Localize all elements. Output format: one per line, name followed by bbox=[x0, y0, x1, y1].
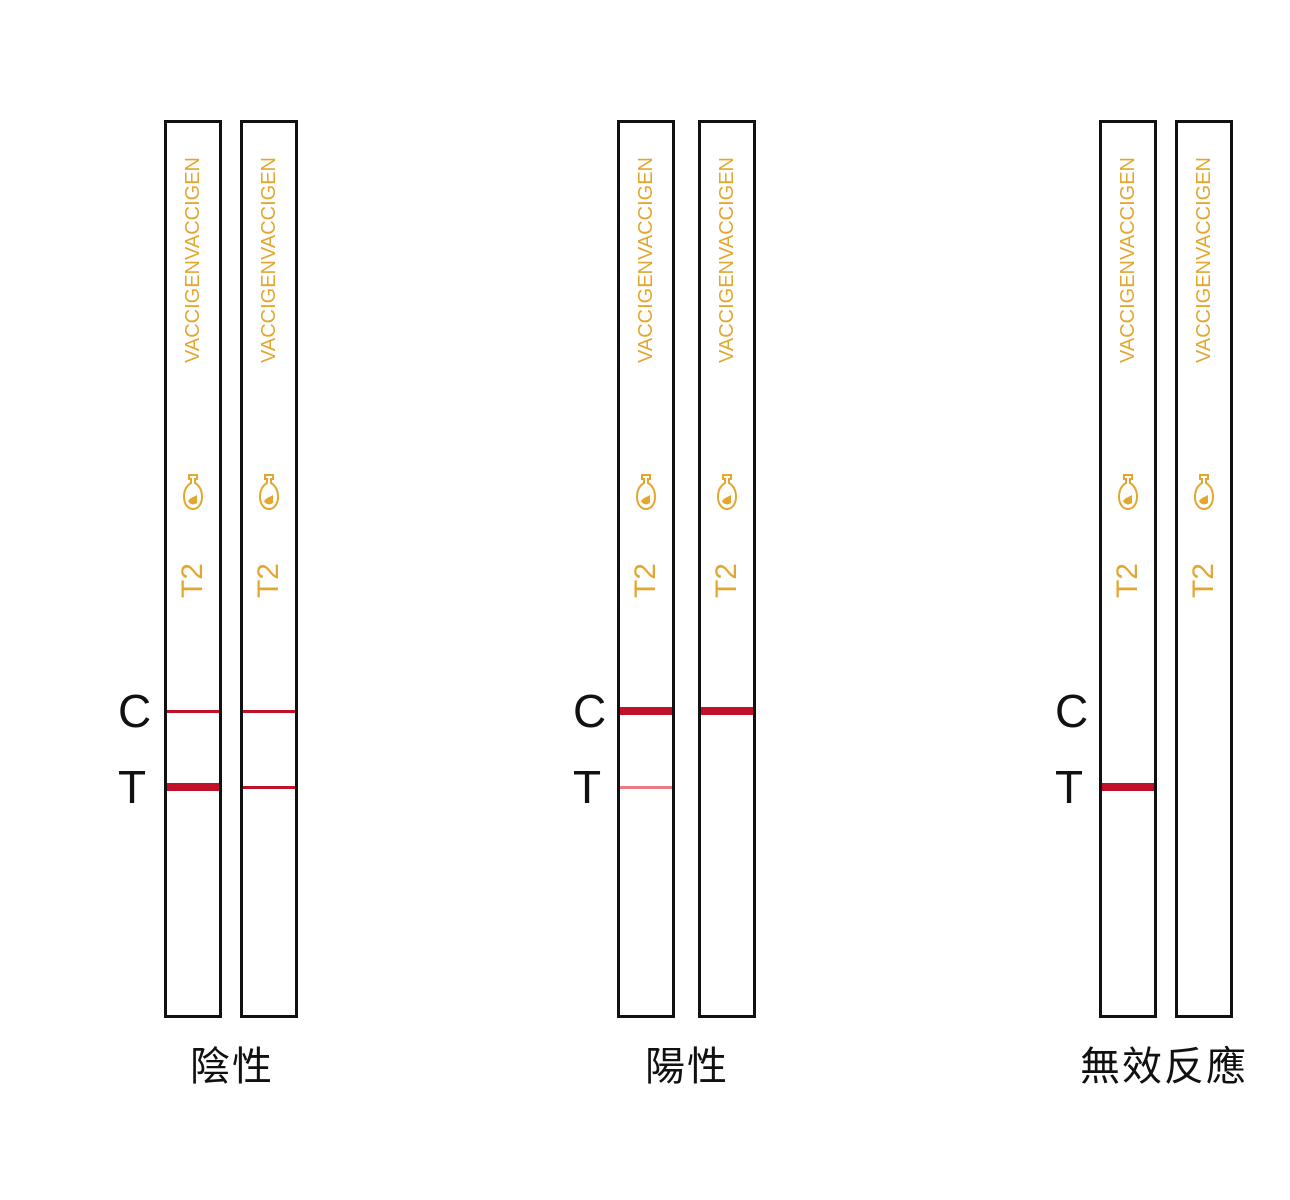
test-line bbox=[167, 783, 219, 791]
result-caption: 陰性 bbox=[190, 1044, 274, 1090]
brand-text: VACCIGEN bbox=[716, 157, 738, 260]
control-zone-label: C bbox=[1055, 685, 1089, 737]
dropper-bottle-icon bbox=[1117, 473, 1139, 516]
test-zone-label: T bbox=[118, 761, 147, 813]
brand-text: VACCIGEN bbox=[182, 259, 204, 363]
dropper-bottle-icon bbox=[1193, 473, 1215, 516]
brand-text: VACCIGEN bbox=[635, 157, 657, 260]
brand-text: VACCIGEN bbox=[1193, 157, 1215, 260]
brand-text: VACCIGEN bbox=[1117, 259, 1139, 363]
result-caption: 陽性 bbox=[645, 1044, 729, 1090]
strip-code: T2 bbox=[1187, 563, 1220, 599]
brand-text: VACCIGEN bbox=[258, 259, 280, 363]
control-zone-label: C bbox=[118, 685, 152, 737]
dropper-bottle-icon bbox=[258, 473, 280, 516]
brand-text: VACCIGEN bbox=[258, 157, 280, 260]
control-line bbox=[620, 707, 672, 715]
strip-code: T2 bbox=[252, 563, 285, 599]
dropper-bottle-icon bbox=[716, 473, 738, 516]
test-line bbox=[243, 785, 295, 789]
test-zone-label: T bbox=[573, 761, 602, 813]
result-caption: 無效反應 bbox=[1080, 1044, 1248, 1090]
control-line bbox=[167, 709, 219, 713]
strip-code: T2 bbox=[629, 563, 662, 599]
test-zone-label: T bbox=[1055, 761, 1084, 813]
control-line bbox=[243, 709, 295, 713]
brand-text: VACCIGEN bbox=[716, 259, 738, 363]
dropper-bottle-icon bbox=[182, 473, 204, 516]
brand-text: VACCIGEN bbox=[1117, 157, 1139, 260]
brand-text: VACCIGEN bbox=[635, 259, 657, 363]
brand-text: VACCIGEN bbox=[1193, 259, 1215, 363]
strip-code: T2 bbox=[176, 563, 209, 599]
test-line bbox=[620, 785, 672, 789]
brand-text: VACCIGEN bbox=[182, 157, 204, 260]
control-zone-label: C bbox=[573, 685, 607, 737]
control-line bbox=[701, 707, 753, 715]
strip-code: T2 bbox=[1111, 563, 1144, 599]
strip-code: T2 bbox=[710, 563, 743, 599]
dropper-bottle-icon bbox=[635, 473, 657, 516]
test-line bbox=[1102, 783, 1154, 791]
